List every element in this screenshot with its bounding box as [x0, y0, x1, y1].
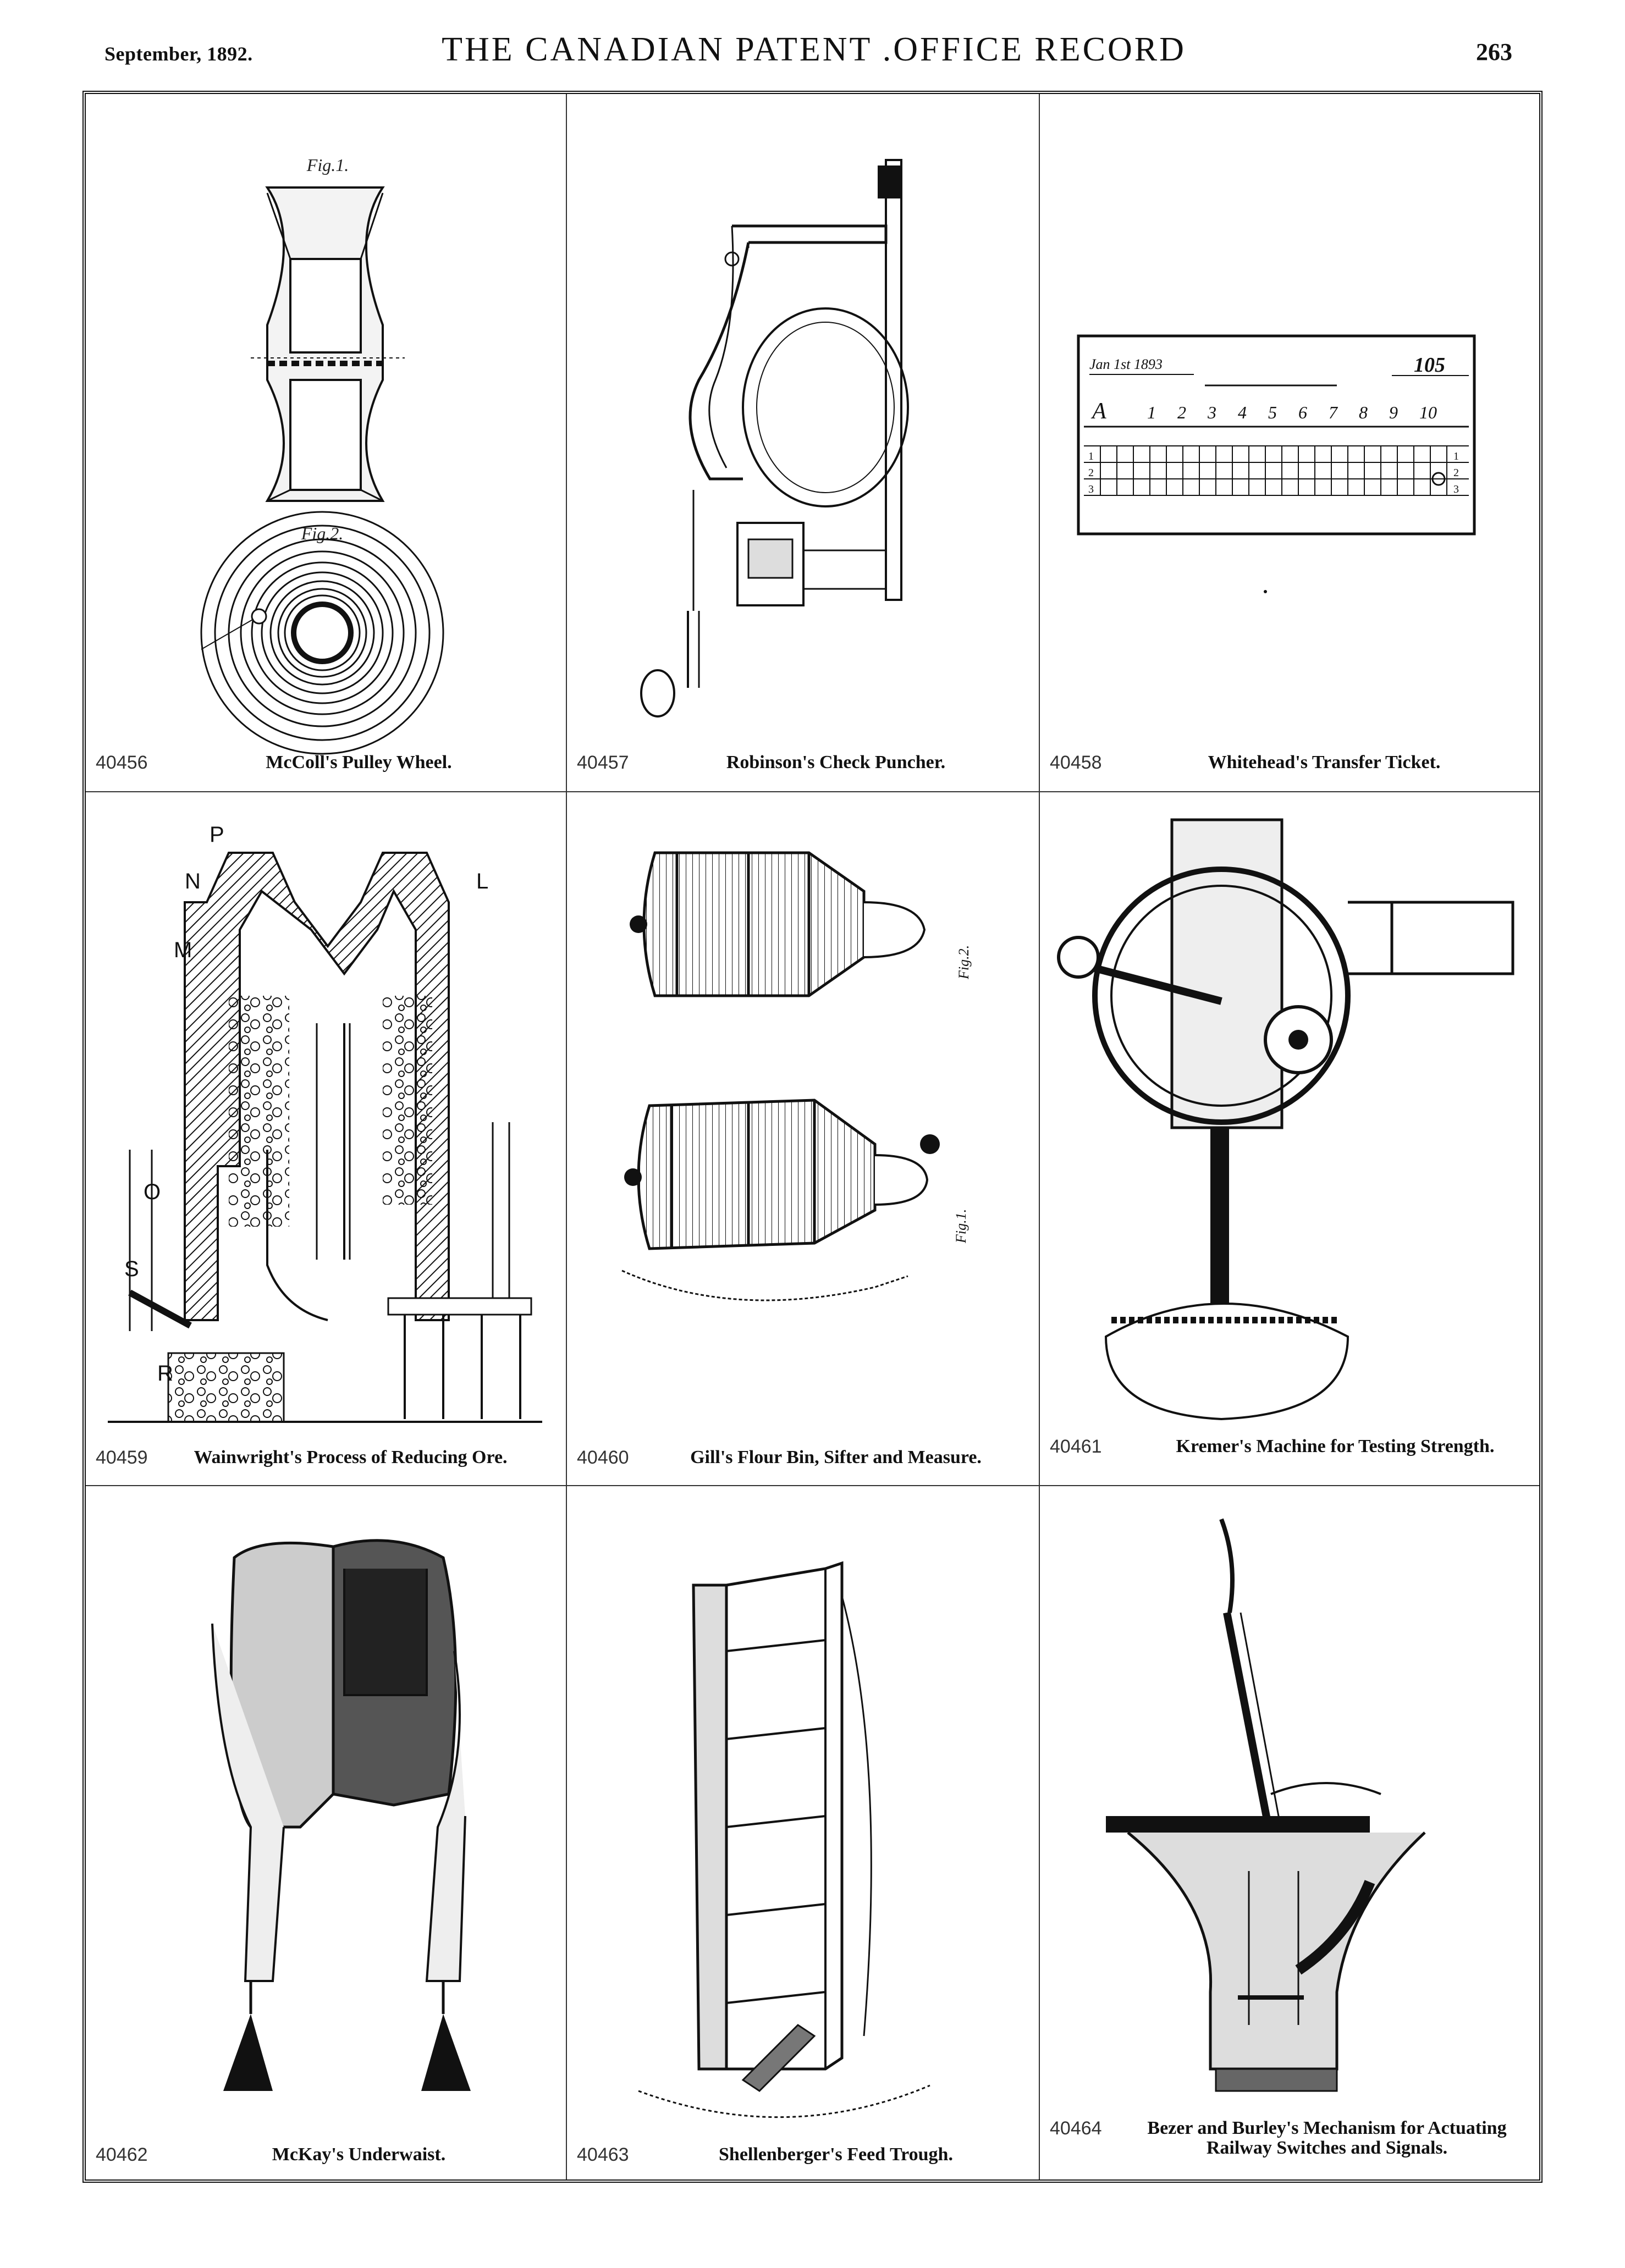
publication-title: THE CANADIAN PATENT .OFFICE RECORD — [442, 31, 1186, 68]
label-r: R — [157, 1361, 173, 1386]
grid-divider-h1 — [86, 791, 1539, 792]
ticket-digit: 2 — [1177, 402, 1186, 422]
fig2-label: Fig.2. — [956, 945, 972, 980]
ticket-digit: 4 — [1238, 402, 1247, 422]
ticket-row-number: 1 — [1088, 450, 1094, 462]
patent-number: 40464 — [1050, 2118, 1102, 2139]
ticket-letter: A — [1090, 399, 1106, 424]
figure-cell-40464: 40464 Bezer and Burley's Mechanism for A… — [1040, 1486, 1543, 2179]
ticket-digit: 8 — [1359, 402, 1368, 422]
label-o: O — [144, 1180, 161, 1204]
figure-title: McColl's Pulley Wheel. — [266, 752, 452, 772]
figure-cell-40456: Fig.1. Fig.2. — [86, 94, 566, 791]
patent-number: 40459 — [96, 1447, 148, 1468]
transfer-ticket-drawing: Jan 1st 1893 105 A 1 2 3 4 5 6 7 8 9 10 — [1077, 334, 1476, 593]
grid-divider-h2 — [86, 1485, 1539, 1486]
ticket-digit: 9 — [1389, 402, 1398, 422]
patent-number: 40460 — [577, 1447, 629, 1468]
ticket-digit: 1 — [1147, 402, 1156, 422]
feed-trough-drawing — [638, 1561, 930, 2118]
figure-cell-40459: P N L M O S R 40459 Wainwright's Process… — [86, 792, 566, 1485]
ticket-digit: 7 — [1329, 402, 1338, 422]
figure-title: McKay's Underwaist. — [272, 2144, 446, 2165]
patent-number: 40461 — [1050, 1436, 1102, 1457]
ticket-digit: 5 — [1268, 402, 1277, 422]
figure-title: Wainwright's Process of Reducing Ore. — [194, 1447, 508, 1467]
label-m: M — [174, 938, 192, 962]
ticket-row-number: 2 — [1088, 467, 1094, 479]
patent-number: 40463 — [577, 2144, 629, 2165]
figure-cell-40462: 40462 McKay's Underwaist. — [86, 1486, 566, 2179]
figure-cell-40457: 40457 Robinson's Check Puncher. — [567, 94, 1039, 791]
label-n: N — [185, 869, 201, 893]
ore-furnace-drawing: P N L M O S R — [108, 823, 542, 1423]
figure-cell-40458: Jan 1st 1893 105 A 1 2 3 4 5 6 7 8 9 10 — [1040, 94, 1543, 791]
label-s: S — [124, 1257, 139, 1281]
label-p: P — [210, 823, 224, 847]
figure-title: Robinson's Check Puncher. — [726, 752, 946, 772]
figure-title: Whitehead's Transfer Ticket. — [1208, 752, 1441, 772]
grid-divider-v2 — [1039, 94, 1040, 2179]
ticket-digit: 6 — [1298, 402, 1307, 422]
page-number: 263 — [1476, 38, 1512, 65]
issue-date: September, 1892. — [104, 43, 253, 65]
label-l: L — [476, 869, 488, 893]
flour-bin-drawing: Fig.2. Fig.1. — [621, 851, 972, 1301]
figure-title: Kremer's Machine for Testing Strength. — [1176, 1436, 1495, 1456]
figure-grid-frame: Fig.1. Fig.2. — [82, 91, 1543, 2183]
railway-switch-drawing — [1106, 1518, 1426, 2092]
patent-number: 40458 — [1050, 752, 1102, 773]
patent-number: 40456 — [96, 752, 148, 773]
figure-cell-40463: 40463 Shellenberger's Feed Trough. — [567, 1486, 1039, 2179]
fig1-label: Fig.1. — [953, 1209, 969, 1244]
ticket-code: 105 — [1414, 354, 1445, 377]
check-puncher-drawing — [640, 159, 909, 718]
ticket-digit: 3 — [1207, 402, 1216, 422]
figure-title: Bezer and Burley's Mechanism for Actuati… — [1147, 2118, 1507, 2158]
figure-title: Gill's Flour Bin, Sifter and Measure. — [690, 1447, 982, 1467]
figure-cell-40461: 40461 Kremer's Machine for Testing Stren… — [1040, 792, 1543, 1485]
ticket-row-number: 2 — [1453, 467, 1459, 479]
ticket-digit: 10 — [1419, 402, 1437, 422]
fig1-label: Fig.1. — [306, 155, 349, 175]
figure-title: Shellenberger's Feed Trough. — [719, 2144, 953, 2165]
strength-machine-drawing — [1057, 818, 1514, 1421]
pulley-wheel-drawing: Fig.1. Fig.2. — [200, 155, 444, 755]
ticket-date: Jan 1st 1893 — [1089, 356, 1163, 372]
ticket-digits: 1 2 3 4 5 6 7 8 9 10 — [1147, 402, 1437, 422]
page-header: September, 1892. THE CANADIAN PATENT .OF… — [99, 30, 1512, 80]
ticket-row-number: 3 — [1088, 483, 1094, 495]
figure-cell-40460: Fig.2. Fig.1. 40460 Gill's Flour Bin, Si… — [567, 792, 1039, 1485]
underwaist-drawing — [211, 1539, 471, 2091]
ticket-row-number: 3 — [1453, 483, 1459, 495]
patent-number: 40462 — [96, 2144, 148, 2165]
grid-divider-v1 — [566, 94, 567, 2179]
patent-number: 40457 — [577, 752, 629, 773]
ticket-row-number: 1 — [1453, 450, 1459, 462]
